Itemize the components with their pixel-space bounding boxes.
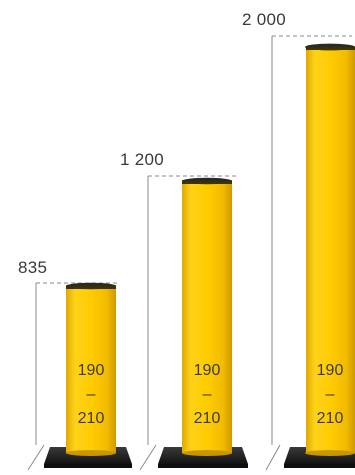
post-bottom <box>66 450 116 456</box>
dimension-line-foot <box>139 444 157 471</box>
diameter-to: 210 <box>316 410 344 427</box>
diameter-from: 190 <box>193 362 221 379</box>
post-body <box>306 46 355 453</box>
diameter-from: 190 <box>316 362 344 379</box>
post-bottom <box>182 450 232 456</box>
bollard-835 <box>27 282 132 471</box>
post-bottom <box>305 450 355 456</box>
diameter-label-835: 190 – 210 <box>71 363 111 427</box>
bollard-2000 <box>265 35 355 471</box>
diameter-label-2000: 190 – 210 <box>310 363 350 427</box>
bollard-1200 <box>139 175 248 471</box>
dimension-line-foot <box>265 444 281 471</box>
height-label-835: 835 <box>18 258 48 277</box>
diameter-from: 190 <box>77 362 105 379</box>
height-label-2000: 2 000 <box>242 10 287 29</box>
post-body <box>182 180 232 453</box>
post-body <box>66 285 116 453</box>
diameter-dash: – <box>325 386 335 403</box>
height-label-1200: 1 200 <box>120 150 165 169</box>
diameter-dash: – <box>86 386 96 403</box>
diameter-label-1200: 190 – 210 <box>187 363 227 427</box>
diameter-dash: – <box>202 386 212 403</box>
diameter-to: 210 <box>193 410 221 427</box>
dimension-line-foot <box>27 444 45 471</box>
diameter-to: 210 <box>77 410 105 427</box>
